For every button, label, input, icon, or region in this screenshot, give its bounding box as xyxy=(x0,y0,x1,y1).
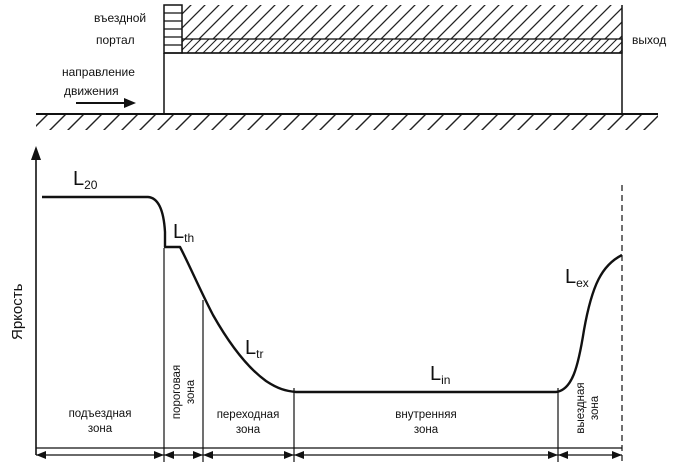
label-lex-sub: ex xyxy=(576,276,589,290)
y-axis-label: Яркость xyxy=(9,283,26,340)
zone-transition-line2: зона xyxy=(236,424,261,436)
zone-exit-line1: выездная xyxy=(575,382,587,433)
zone-interior-line2: зона xyxy=(414,424,439,436)
tunnel-ceiling-band xyxy=(181,38,623,54)
label-ltr-sub: tr xyxy=(256,347,263,361)
label-lex: Lex xyxy=(565,266,589,290)
graph-axes xyxy=(31,146,622,455)
label-lth-sub: th xyxy=(184,231,194,245)
direction-arrow xyxy=(76,98,136,108)
y-axis-arrow xyxy=(31,146,41,160)
direction-label-line2: движения xyxy=(64,84,119,98)
tunnel-roof-hatch xyxy=(182,5,622,39)
label-lin: Lin xyxy=(430,363,450,387)
direction-label-line1: направление xyxy=(62,65,135,79)
zone-threshold-line2: зона xyxy=(185,379,197,404)
zone-approach-line1: подъездная xyxy=(69,408,132,420)
label-ltr-main: L xyxy=(245,337,256,359)
ground-hatch xyxy=(36,114,658,130)
portal-stripes xyxy=(164,12,182,46)
label-lin-sub: in xyxy=(441,373,450,387)
label-lth: Lth xyxy=(173,221,194,245)
zone-transition-line1: переходная xyxy=(217,409,280,421)
luminance-curve xyxy=(42,195,623,394)
label-l20-sub: 20 xyxy=(84,178,98,192)
label-ltr: Ltr xyxy=(245,337,263,361)
zone-boundaries xyxy=(163,185,623,462)
entrance-portal-label-line1: въездной xyxy=(94,11,146,25)
label-l20: L20 xyxy=(73,168,98,192)
label-l20-main: L xyxy=(73,168,84,190)
dimension-arrows xyxy=(36,451,622,459)
label-lex-main: L xyxy=(565,266,576,288)
tunnel-structure xyxy=(36,4,658,130)
zone-approach-line2: зона xyxy=(88,423,113,435)
zone-interior-line1: внутренняя xyxy=(395,409,456,421)
exit-label: выход xyxy=(632,33,666,47)
label-lin-main: L xyxy=(430,363,441,385)
entrance-portal-label-line2: портал xyxy=(96,33,135,47)
zone-exit-line2: зона xyxy=(589,395,601,420)
zone-threshold-line1: пороговая xyxy=(171,365,183,419)
label-lth-main: L xyxy=(173,221,184,243)
